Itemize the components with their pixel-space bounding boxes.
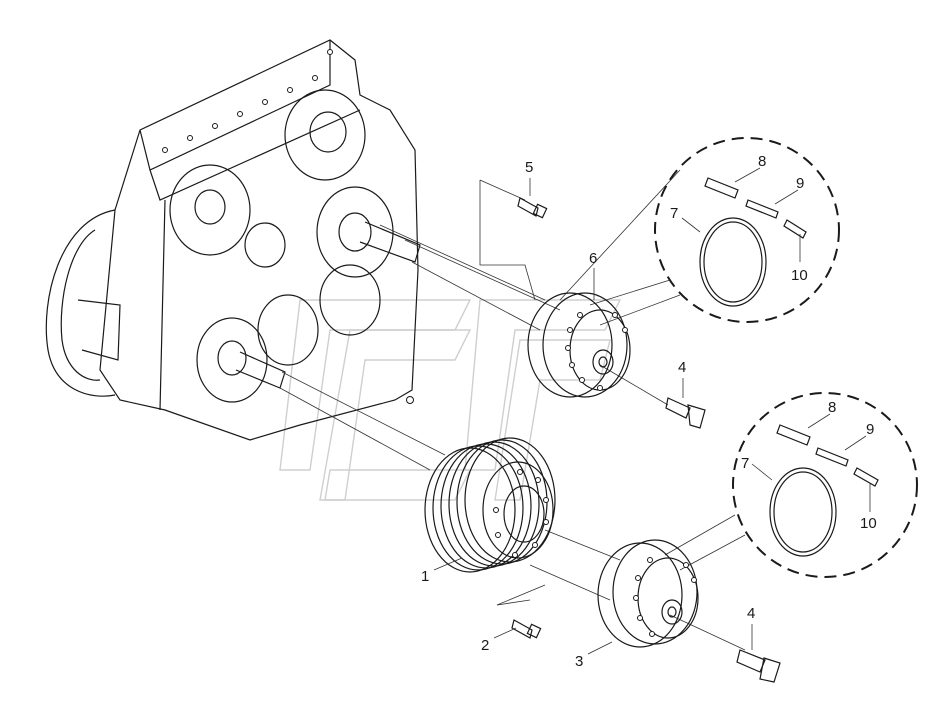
coupling-hub-part-6 — [527, 292, 631, 398]
assembly-guide-lines — [279, 169, 746, 651]
callout-2: 2 — [481, 637, 489, 654]
callout-8-lower: 8 — [828, 399, 836, 416]
pulley-part-1 — [424, 437, 556, 573]
fitting-part-4-upper — [665, 397, 706, 429]
callout-5: 5 — [525, 159, 533, 176]
callout-leaders — [433, 167, 871, 655]
spring-part-8-lower — [776, 424, 811, 446]
callout-8-upper: 8 — [758, 153, 766, 170]
callout-labels: 1 2 3 4 4 5 6 7 8 9 10 7 8 9 10 — [421, 153, 877, 670]
callout-10-upper: 10 — [791, 267, 808, 284]
fitting-part-4-lower — [736, 649, 781, 683]
watermark-logo — [279, 299, 622, 501]
callout-7-upper: 7 — [670, 205, 678, 222]
pin-part-10-lower — [853, 467, 879, 487]
callout-3: 3 — [575, 653, 583, 670]
callout-9-upper: 9 — [796, 175, 804, 192]
coupling-hub-part-3 — [597, 539, 699, 648]
screw-part-2 — [511, 619, 542, 639]
callout-4-lower: 4 — [747, 605, 755, 622]
pin-part-9-lower — [815, 447, 849, 467]
callout-9-lower: 9 — [866, 421, 874, 438]
callout-6: 6 — [589, 250, 597, 267]
spring-part-8-upper — [704, 177, 739, 199]
callout-10-lower: 10 — [860, 515, 877, 532]
gearbox-housing — [45, 39, 421, 441]
callout-4-upper: 4 — [678, 359, 686, 376]
pin-part-9-upper — [745, 199, 779, 219]
housing-bolts — [162, 49, 414, 404]
detail-circle-lower — [732, 392, 918, 578]
detail-circle-upper — [654, 137, 840, 323]
callout-7-lower: 7 — [741, 455, 749, 472]
screw-part-5 — [517, 197, 548, 219]
pin-part-10-upper — [783, 219, 807, 239]
callout-1: 1 — [421, 568, 429, 585]
